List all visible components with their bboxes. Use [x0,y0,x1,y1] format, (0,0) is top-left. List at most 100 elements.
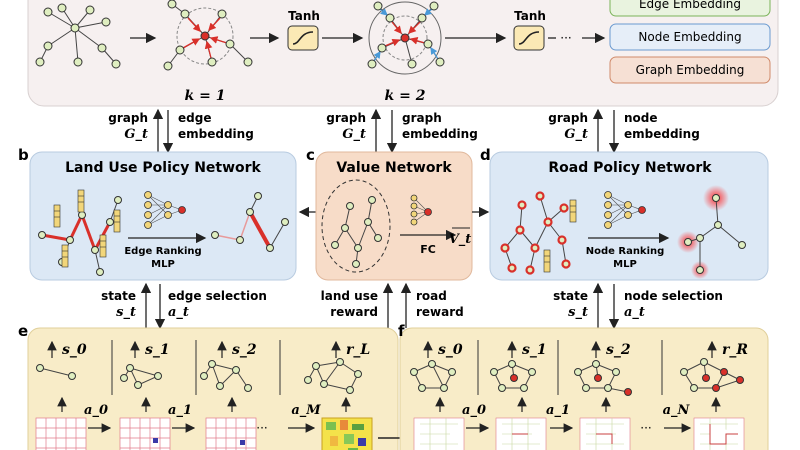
value-network-title: Value Network [336,160,452,176]
e-graph-1 [120,364,162,389]
edge-selected-graph [211,192,289,252]
land-use-reward-label: land use [321,289,378,303]
f-grid-final [693,417,745,450]
e-grid-1 [119,417,171,450]
left-up-sub: G_t [124,127,148,142]
f-reward-r: r_R [722,342,748,358]
left-down-sub: embedding [178,127,254,141]
f-state-1: s_1 [522,342,547,358]
right-down-label: node [624,111,658,125]
lower-connectors: state s_t edge selection a_t land use re… [101,282,723,330]
legend-node-box [609,23,771,51]
f-graph-2 [574,360,632,396]
mid-down-sub: embedding [402,127,478,141]
panel-letter-e: e [18,322,28,340]
right-action-label: node selection [624,289,723,303]
right-state-sub: s_t [568,305,588,320]
panel-letter-b: b [18,146,29,164]
e-graph-0 [36,364,76,380]
embedding-bars [53,189,121,268]
left-down-label: edge [178,111,211,125]
road-policy-panel: d Road Policy Network [480,146,769,281]
legend: Edge Embedding Node Embedding Graph Embe… [609,0,771,84]
f-grid-2 [579,417,631,450]
e-grid-final [321,417,373,450]
legend-graph-label: Graph Embedding [636,63,745,77]
tanh-label-1: Tanh [288,9,320,23]
value-network-panel: c Value Network [306,146,473,281]
e-action-0: a_0 [84,403,108,418]
land-use-policy-panel: b Land Use Policy Network [18,146,297,281]
k1-label: k = 1 [185,88,226,104]
f-graph-1 [490,360,536,392]
legend-node-label: Node Embedding [638,30,741,44]
fc-icon [410,194,432,226]
f-action-n: a_N [663,403,691,418]
panel-letter-d: d [480,146,491,164]
value-output: V_t [449,232,472,247]
input-graph [35,3,121,69]
f-action-0: a_0 [462,403,486,418]
k2-label: k = 2 [385,88,426,104]
right-down-sub: embedding [624,127,700,141]
tanh-icon [513,25,545,51]
legend-graph-box [609,56,771,84]
panel-letter-f: f [398,322,405,340]
e-grid-0 [35,417,87,450]
mid-up-label: graph [326,111,366,125]
node-mlp-icon [604,191,646,229]
top-ellipsis: ··· [560,31,571,45]
upper-connectors: graph G_t edge embedding graph G_t graph… [108,108,700,154]
road-trajectory-panel: f s_0 s_1 s_2 r_R [398,322,769,450]
mid-down-label: graph [402,111,442,125]
e-action-1: a_1 [168,403,192,418]
e-state-1: s_1 [145,342,170,358]
road-reward-label: road [416,289,447,303]
legend-edge-label: Edge Embedding [639,0,741,11]
land-use-title: Land Use Policy Network [65,160,261,176]
e-graph-final [304,358,362,394]
right-state-label: state [553,289,588,303]
road-policy-title: Road Policy Network [548,160,712,176]
road-graph [500,191,577,275]
e-grid-2 [205,417,257,450]
left-action-sub: a_t [168,305,189,320]
node-mlp-label: MLP [613,259,637,270]
value-graph [331,196,382,268]
edge-mlp-label: MLP [151,259,175,270]
e-graph-2 [200,360,252,392]
right-up-label: graph [548,111,588,125]
e-state-0: s_0 [62,342,87,358]
f-state-2: s_2 [606,342,631,358]
e-action-m: a_M [291,403,321,418]
left-state-sub: s_t [116,305,136,320]
f-ellipsis: ··· [640,421,651,435]
left-action-label: edge selection [168,289,267,303]
e-ellipsis: ··· [256,421,267,435]
tanh-icon [287,25,319,51]
right-up-sub: G_t [564,127,588,142]
legend-edge-box [609,0,771,17]
e-reward-l: r_L [346,342,370,358]
node-selected-graph [677,185,746,279]
k1-graph [163,0,253,71]
fc-label: FC [420,243,436,256]
tanh-label-2: Tanh [514,9,546,23]
edge-ranking-label: Edge Ranking [124,246,201,257]
f-action-1: a_1 [546,403,570,418]
land-use-graph [38,189,122,276]
top-panel: k = 1 Tanh [27,0,779,107]
f-state-0: s_0 [438,342,463,358]
panel-letter-c: c [306,146,315,164]
f-grid-1 [495,417,547,450]
edge-mlp-icon [144,191,186,229]
node-ranking-label: Node Ranking [586,246,665,257]
right-action-sub: a_t [624,305,645,320]
left-state-label: state [101,289,136,303]
f-graph-0 [410,360,456,392]
e-state-2: s_2 [232,342,257,358]
k2-graph [367,1,445,75]
left-up-label: graph [108,111,148,125]
road-reward-sub: reward [416,305,464,319]
